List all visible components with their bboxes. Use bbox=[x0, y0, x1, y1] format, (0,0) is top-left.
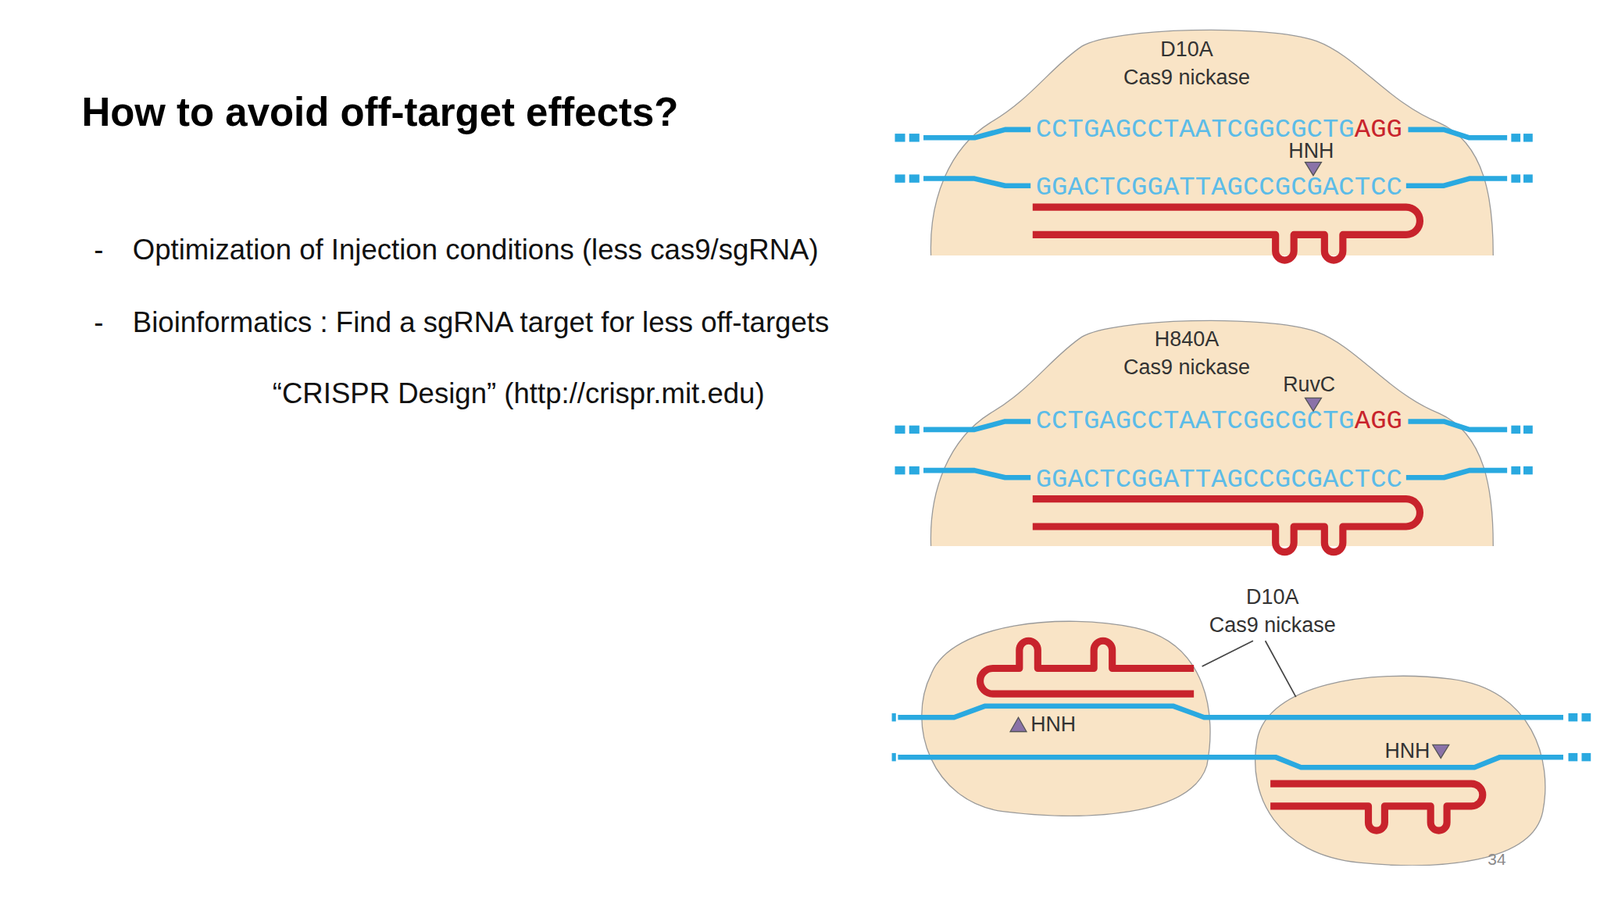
cut-triangle bbox=[1432, 744, 1450, 758]
blob-border bbox=[1255, 675, 1546, 865]
sequence-row: CCTGAGCCTAATCGGCGCTGAGG bbox=[1035, 407, 1403, 435]
enzyme-name: D10A Cas9 nickase bbox=[1198, 582, 1347, 640]
blob-outline bbox=[1246, 668, 1550, 866]
dna-sequence: GGACTCGGATTAGCCGCGACTCC bbox=[1035, 464, 1403, 495]
cut-triangle bbox=[1305, 397, 1322, 411]
cut-triangle bbox=[1305, 162, 1322, 176]
dna-sequence: CCTGAGCCTAATCGGCGCTG bbox=[1035, 406, 1355, 436]
nickase-blob: H840A Cas9 nickaseRuvC CCTGAGCCTAATCGGCGC… bbox=[928, 316, 1496, 547]
wrap-spacer bbox=[1237, 325, 1261, 354]
leader-line bbox=[1265, 640, 1297, 697]
domain-label: RuvC bbox=[1282, 372, 1336, 397]
blob-fill bbox=[930, 29, 1493, 255]
wrap-spacer bbox=[1112, 35, 1136, 64]
sequence-row: GGACTCGGATTAGCCGCGACTCC bbox=[1035, 466, 1403, 493]
bullet-dash: - bbox=[93, 233, 104, 267]
cut-triangle bbox=[1010, 717, 1027, 732]
blob-fill bbox=[1255, 675, 1546, 865]
bullet-text: Optimization of Injection conditions (le… bbox=[132, 233, 819, 267]
sequence-row: CCTGAGCCTAATCGGCGCTGAGG bbox=[1035, 116, 1403, 143]
sgrna bbox=[1270, 783, 1483, 831]
blob-border bbox=[930, 320, 1493, 546]
blob-fill bbox=[930, 320, 1493, 546]
dna-duplex bbox=[892, 640, 1592, 831]
wrap-spacer bbox=[1112, 325, 1136, 354]
nickase-blob: D10A Cas9 nickaseCCTGAGCCTAATCGGCGCTGAGG… bbox=[928, 25, 1496, 256]
tool-reference: “CRISPR Design” (http://crispr.mit.edu) bbox=[272, 377, 765, 411]
dna-sequence: GGACTCGGATTAGCCGCGACTCC bbox=[1035, 172, 1403, 203]
blob-fill bbox=[921, 621, 1211, 816]
bullet-text: Bioinformatics : Find a sgRNA target for… bbox=[132, 306, 829, 340]
bullet-dash: - bbox=[93, 306, 104, 340]
pam-sequence: AGG bbox=[1354, 114, 1403, 145]
nickase-blob: HNH bbox=[910, 612, 1215, 817]
sgrna bbox=[980, 640, 1195, 694]
domain-label: HNH bbox=[1030, 712, 1076, 737]
dna-duplex bbox=[894, 421, 1533, 552]
enzyme-name: H840A Cas9 nickase bbox=[1112, 325, 1261, 382]
wrap-spacer bbox=[1237, 35, 1261, 64]
dna-duplex bbox=[894, 129, 1533, 261]
slide-title: How to avoid off-target effects? bbox=[81, 89, 679, 136]
wrap-spacer bbox=[1323, 582, 1347, 611]
enzyme-name: D10A Cas9 nickase bbox=[1112, 35, 1261, 92]
domain-label: HNH bbox=[1288, 139, 1334, 164]
strand-ends bbox=[892, 713, 1592, 761]
leader-line bbox=[1202, 640, 1254, 667]
dna-strand bbox=[897, 706, 1564, 768]
domain-label: HNH bbox=[1384, 739, 1430, 764]
sequence-row: GGACTCGGATTAGCCGCGACTCC bbox=[1035, 174, 1403, 201]
wrap-spacer bbox=[1198, 582, 1222, 611]
blob-border bbox=[921, 621, 1211, 816]
blob-border bbox=[930, 29, 1493, 255]
pam-sequence: AGG bbox=[1354, 406, 1403, 436]
nickase-blob: HNH bbox=[1246, 668, 1550, 866]
